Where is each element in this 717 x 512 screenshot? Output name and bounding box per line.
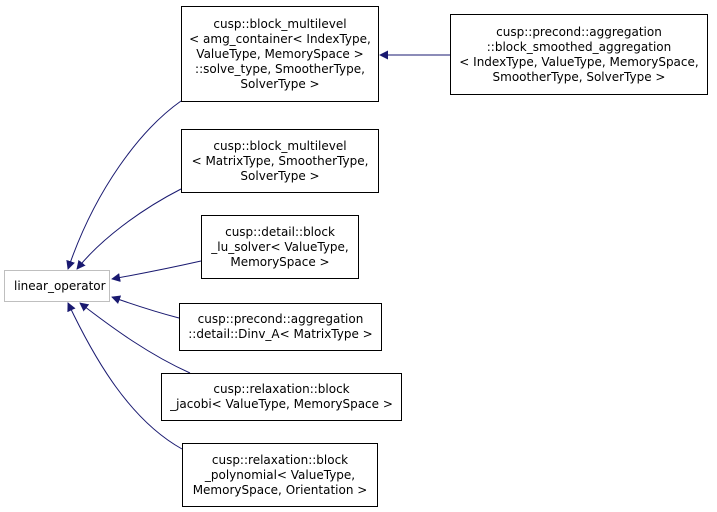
class-node-label-line: cusp::relaxation::block (211, 452, 349, 467)
class-node-label-line: cusp::precond::aggregation (496, 24, 662, 39)
class-node-label-line: cusp::relaxation::block (213, 382, 350, 396)
class-node-block-smoothed-aggregation[interactable]: cusp::precond::aggregation::block_smooth… (450, 14, 708, 95)
class-node-block-jacobi[interactable]: cusp::relaxation::block_jacobi< ValueTyp… (161, 373, 402, 421)
class-node-label-line: cusp::detail::block (225, 224, 335, 239)
class-node-label-line: cusp::precond::aggregation (197, 312, 364, 326)
class-node-label-line: cusp::block_multilevel (213, 138, 347, 153)
class-node-label-line: < amg_container< IndexType, (189, 31, 371, 46)
class-node-label-line: ::detail::Dinv_A< MatrixType > (188, 327, 373, 341)
class-node-block-polynomial[interactable]: cusp::relaxation::block_polynomial< Valu… (182, 443, 378, 507)
class-node-block-lu-solver[interactable]: cusp::detail::block_lu_solver< ValueType… (201, 215, 359, 279)
class-node-label-line: SolverType > (240, 76, 320, 91)
inheritance-edge-block_lu_solver (111, 260, 202, 282)
class-node-label-line: cusp::block_multilevel (213, 16, 347, 31)
class-node-block-multilevel-amg[interactable]: cusp::block_multilevel< amg_container< I… (181, 6, 379, 102)
class-node-linear-operator: linear_operator (4, 270, 110, 302)
class-node-label-line: ::block_smoothed_aggregation (486, 39, 672, 54)
inheritance-edge-block_polynomial (67, 302, 183, 450)
inheritance-edge-block_multilevel_matrix (76, 188, 182, 270)
class-node-block-multilevel-matrix[interactable]: cusp::block_multilevel< MatrixType, Smoo… (181, 129, 379, 193)
class-node-label-line: ::solve_type, SmootherType, (195, 61, 365, 76)
class-node-label-line: MemorySpace > (230, 254, 330, 269)
inheritance-edge-dinv_a (111, 295, 180, 319)
class-node-label-line: linear_operator (14, 278, 106, 293)
class-node-label-line: _polynomial< ValueType, (204, 467, 356, 482)
class-node-label-line: _lu_solver< ValueType, (211, 239, 349, 254)
class-node-dinv-a[interactable]: cusp::precond::aggregation::detail::Dinv… (179, 303, 382, 351)
class-node-label-line: < MatrixType, SmootherType, (191, 153, 369, 168)
class-node-label-line: _jacobi< ValueType, MemorySpace > (170, 397, 393, 411)
class-node-label-line: < IndexType, ValueType, MemorySpace, (459, 54, 699, 69)
class-node-label-line: SmootherType, SolverType > (492, 69, 666, 84)
class-node-label-line: SolverType > (240, 168, 320, 183)
class-node-label-line: MemorySpace, Orientation > (192, 482, 368, 497)
class-node-label-line: ValueType, MemorySpace > (196, 46, 364, 61)
inheritance-edge-block_multilevel_amg (66, 100, 182, 270)
inheritance-edge-block_jacobi (79, 302, 191, 374)
